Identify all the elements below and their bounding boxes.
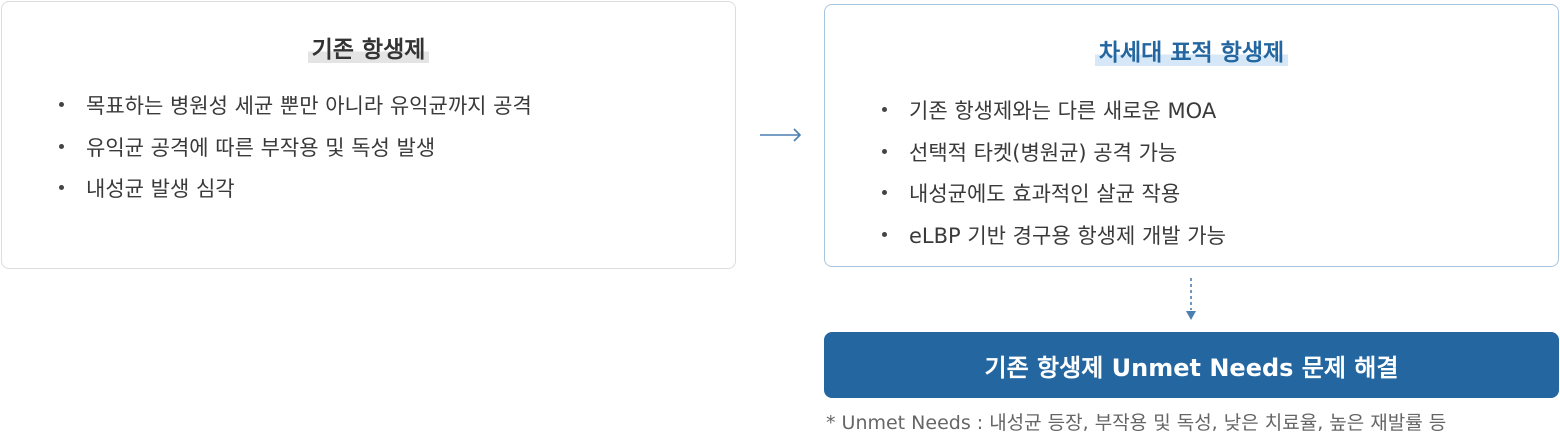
next-gen-antibiotics-box: 차세대 표적 항생제 기존 항생제와는 다른 새로운 MOA 선택적 타켓(병원… [824, 4, 1559, 267]
bullet-icon [59, 102, 64, 107]
next-gen-title: 차세대 표적 항생제 [825, 33, 1558, 67]
bullet-icon [882, 231, 887, 237]
list-item: 내성균 발생 심각 [57, 169, 532, 211]
down-arrow-icon [1186, 278, 1196, 320]
bullet-icon [882, 148, 887, 154]
existing-title: 기존 항생제 [2, 30, 735, 64]
existing-list: 목표하는 병원성 세균 뿐만 아니라 유익균까지 공격 유익균 공격에 따른 부… [57, 86, 532, 211]
unmet-needs-result-banner: 기존 항생제 Unmet Needs 문제 해결 [824, 332, 1559, 398]
bullet-icon [59, 143, 64, 149]
bullet-icon [59, 185, 64, 190]
list-item: 유익균 공격에 따른 부작용 및 독성 발생 [57, 128, 532, 170]
bullet-icon [882, 190, 887, 195]
footnote: * Unmet Needs : 내성균 등장, 부작용 및 독성, 낮은 치료율… [826, 412, 1447, 434]
list-item: 목표하는 병원성 세균 뿐만 아니라 유익균까지 공격 [57, 86, 532, 128]
list-item: 기존 항생제와는 다른 새로운 MOA [880, 91, 1226, 133]
list-item: 선택적 타켓(병원균) 공격 가능 [880, 133, 1226, 175]
bullet-icon [882, 107, 887, 112]
right-arrow-icon [760, 128, 802, 142]
existing-antibiotics-box: 기존 항생제 목표하는 병원성 세균 뿐만 아니라 유익균까지 공격 유익균 공… [1, 1, 736, 269]
next-gen-list: 기존 항생제와는 다른 새로운 MOA 선택적 타켓(병원균) 공격 가능 내성… [880, 91, 1226, 257]
list-item: 내성균에도 효과적인 살균 작용 [880, 174, 1226, 216]
list-item: eLBP 기반 경구용 항생제 개발 가능 [880, 216, 1226, 258]
